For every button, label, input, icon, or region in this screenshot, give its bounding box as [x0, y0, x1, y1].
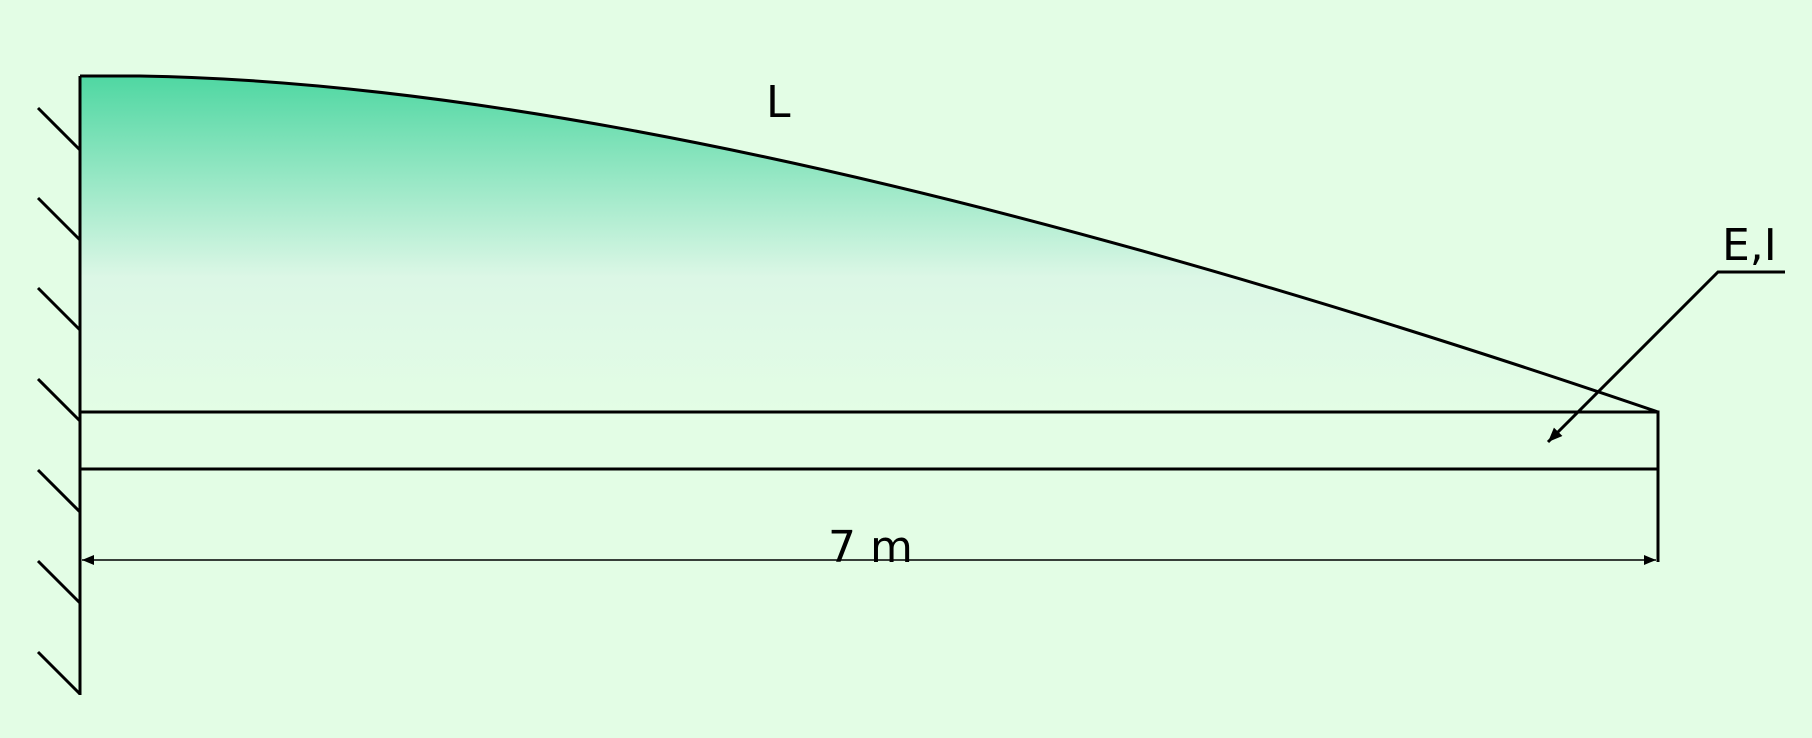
wall-hatch — [36, 468, 82, 514]
distributed-load-curve — [80, 74, 1659, 414]
beam-properties-leader — [1546, 270, 1785, 444]
wall-hatch — [36, 196, 82, 242]
wall-hatch — [36, 559, 82, 605]
span-label: 7 m — [828, 522, 913, 573]
wall-hatch — [36, 377, 82, 423]
beam-properties-label: E,I — [1722, 220, 1777, 271]
distributed-load-area — [80, 76, 1658, 412]
wall-hatch — [36, 286, 82, 332]
beam — [78, 410, 1660, 471]
load-label: L — [766, 77, 791, 128]
fixed-support — [36, 76, 82, 696]
wall-hatch — [36, 650, 82, 696]
wall-hatch — [36, 106, 82, 152]
